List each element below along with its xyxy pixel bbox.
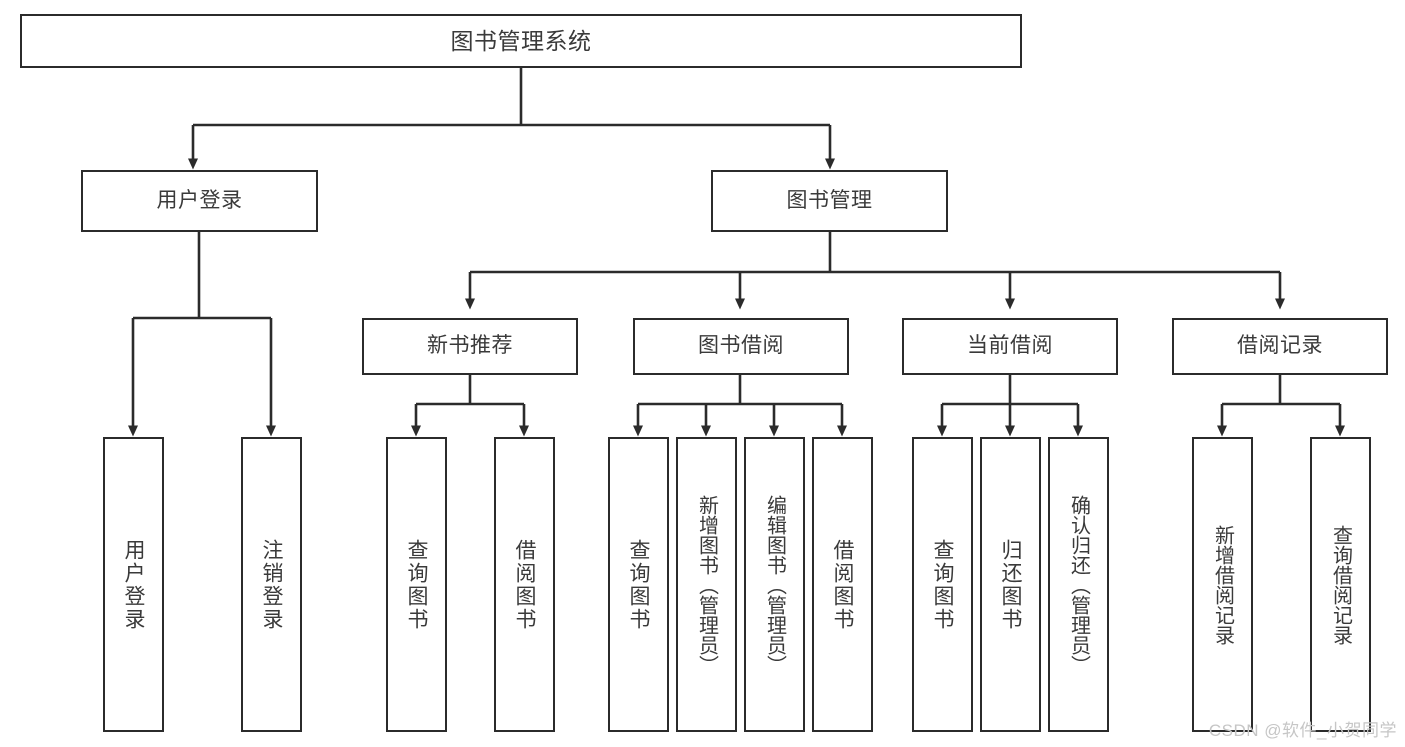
leaf-query-borrow-record[interactable]: 查询借阅记录	[1310, 437, 1371, 732]
node-book-management[interactable]: 图书管理	[711, 170, 948, 232]
node-label: 编辑图书（管理员）	[763, 494, 786, 675]
node-borrow-record[interactable]: 借阅记录	[1172, 318, 1388, 375]
node-label: 借阅图书	[831, 538, 854, 631]
leaf-borrow-book[interactable]: 借阅图书	[812, 437, 873, 732]
node-label: 借阅记录	[1237, 334, 1323, 358]
node-label: 当前借阅	[967, 334, 1053, 358]
node-label: 新增借阅记录	[1211, 524, 1234, 645]
node-book-borrow[interactable]: 图书借阅	[633, 318, 849, 375]
node-label: 查询图书	[405, 538, 428, 631]
node-label: 图书管理系统	[450, 27, 592, 54]
leaf-query-book-borrow[interactable]: 查询图书	[608, 437, 669, 732]
leaf-borrow-book-new[interactable]: 借阅图书	[494, 437, 555, 732]
node-label: 确认归还（管理员）	[1067, 494, 1090, 675]
node-label: 查询图书	[627, 538, 650, 631]
leaf-add-borrow-record[interactable]: 新增借阅记录	[1192, 437, 1253, 732]
node-user-login[interactable]: 用户登录	[81, 170, 318, 232]
node-label: 新书推荐	[427, 334, 513, 358]
leaf-query-book-current[interactable]: 查询图书	[912, 437, 973, 732]
node-label: 新增图书（管理员）	[695, 494, 718, 675]
node-label: 查询借阅记录	[1329, 524, 1352, 645]
leaf-confirm-return-admin[interactable]: 确认归还（管理员）	[1048, 437, 1109, 732]
leaf-add-book-admin[interactable]: 新增图书（管理员）	[676, 437, 737, 732]
node-current-borrow[interactable]: 当前借阅	[902, 318, 1118, 375]
node-book-management-system[interactable]: 图书管理系统	[20, 14, 1022, 68]
node-label: 用户登录	[122, 538, 145, 631]
node-label: 注销登录	[260, 538, 283, 631]
leaf-user-login[interactable]: 用户登录	[103, 437, 164, 732]
node-label: 图书借阅	[698, 334, 784, 358]
leaf-edit-book-admin[interactable]: 编辑图书（管理员）	[744, 437, 805, 732]
leaf-logout[interactable]: 注销登录	[241, 437, 302, 732]
csdn-watermark: CSDN @软件_小贺同学	[1208, 721, 1397, 740]
leaf-return-book[interactable]: 归还图书	[980, 437, 1041, 732]
node-new-book-recommend[interactable]: 新书推荐	[362, 318, 578, 375]
node-label: 图书管理	[786, 188, 873, 212]
node-label: 查询图书	[931, 538, 954, 631]
node-label: 归还图书	[999, 538, 1022, 631]
leaf-query-book-new[interactable]: 查询图书	[386, 437, 447, 732]
node-label: 用户登录	[156, 188, 243, 212]
node-label: 借阅图书	[513, 538, 536, 631]
